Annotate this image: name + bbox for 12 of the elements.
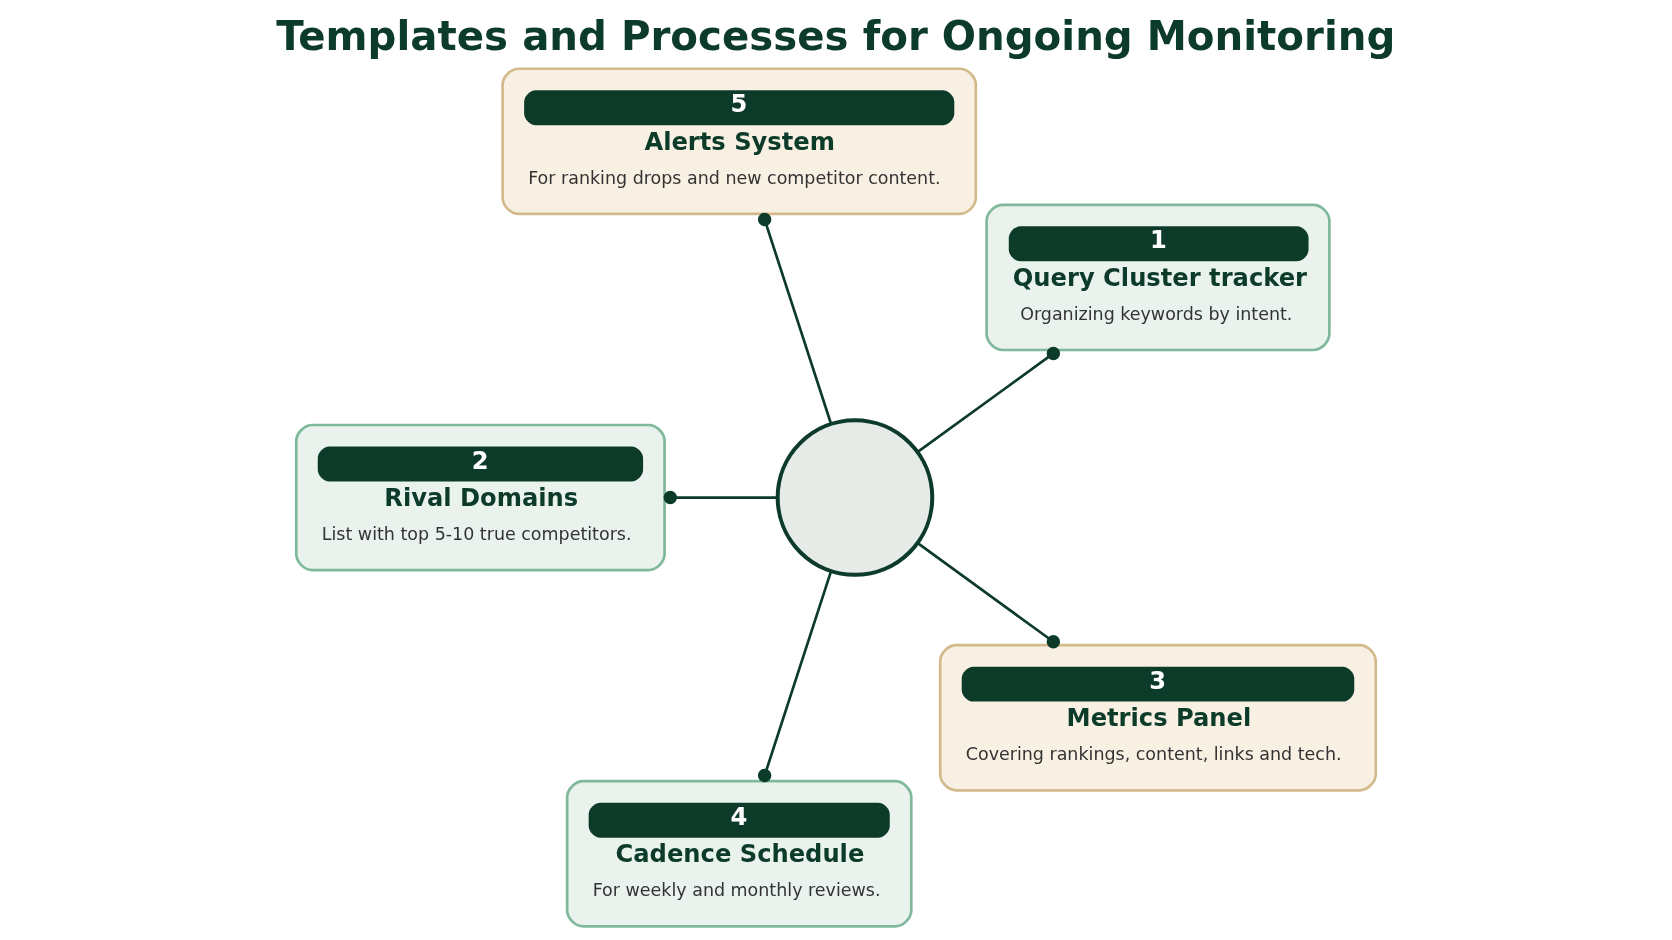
node-box: 5 Alerts System For ranking drops and new competitor content.	[501, 67, 978, 216]
connector	[757, 212, 833, 425]
node-box: 2 Rival Domains List with top 5-10 true competitors.	[294, 423, 666, 572]
connector	[916, 346, 1061, 454]
connector	[757, 570, 833, 783]
diagram-title: Templates and Processes for Ongoing Monitoring	[276, 12, 1396, 60]
connector	[663, 490, 778, 505]
connector	[916, 542, 1061, 649]
node-box: 1 Query Cluster tracker Organizing keywords by intent.	[985, 203, 1331, 352]
node-box: 4 Cadence Schedule For weekly and monthly reviews.	[565, 779, 913, 928]
node-circle	[775, 418, 935, 577]
node-box: 3 Metrics Panel Covering rankings, content, links and tech.	[938, 643, 1378, 792]
